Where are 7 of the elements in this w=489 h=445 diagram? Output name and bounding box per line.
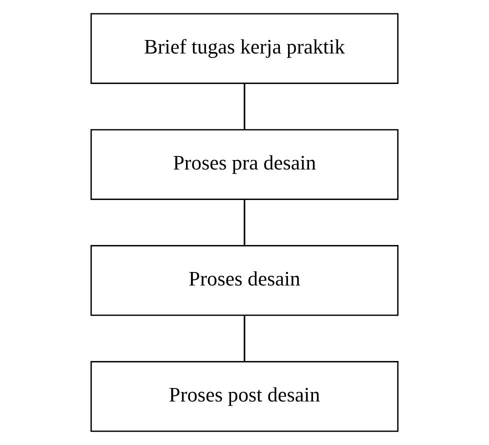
connector <box>244 200 246 246</box>
node-box: Proses post desain <box>90 361 398 432</box>
node-box: Proses pra desain <box>90 129 398 200</box>
connector <box>244 84 246 130</box>
node-box: Proses desain <box>90 245 398 316</box>
node-box: Brief tugas kerja praktik <box>90 13 398 84</box>
connector <box>244 316 246 362</box>
